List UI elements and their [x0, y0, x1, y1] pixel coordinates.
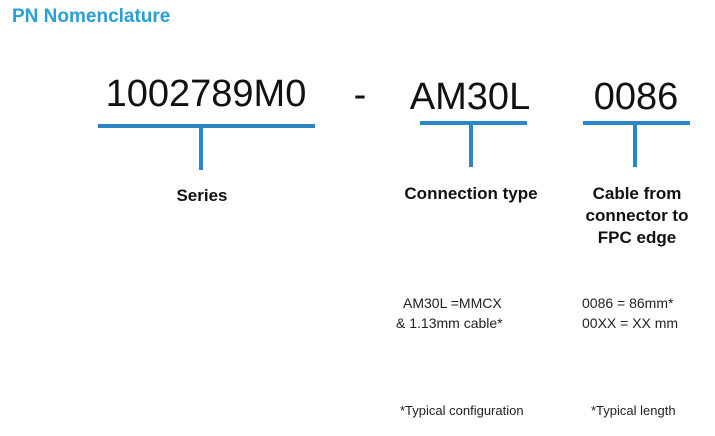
separator-dash: -: [353, 74, 367, 116]
cable-length-code: 0086: [593, 76, 679, 118]
cable-length-underline: [583, 121, 690, 125]
cable-length-connector: [633, 124, 637, 167]
cable-length-note: *Typical length: [591, 403, 676, 418]
connection-type-code: AM30L: [409, 76, 531, 118]
connection-type-connector: [469, 124, 473, 167]
page-title: PN Nomenclature: [12, 6, 171, 27]
cable-length-label: Cable from connector to FPC edge: [585, 184, 689, 247]
connection-type-note: *Typical configuration: [400, 403, 524, 418]
connection-type-underline: [420, 121, 527, 125]
connection-type-label: Connection type: [404, 184, 538, 203]
series-connector: [199, 127, 203, 170]
series-underline: [98, 124, 315, 128]
series-label: Series: [176, 186, 228, 205]
series-code: 1002789M0: [105, 73, 307, 115]
cable-length-description: 0086 = 86mm* 00XX = XX mm: [582, 295, 679, 331]
connection-type-description: AM30L =MMCX & 1.13mm cable*: [396, 295, 503, 331]
